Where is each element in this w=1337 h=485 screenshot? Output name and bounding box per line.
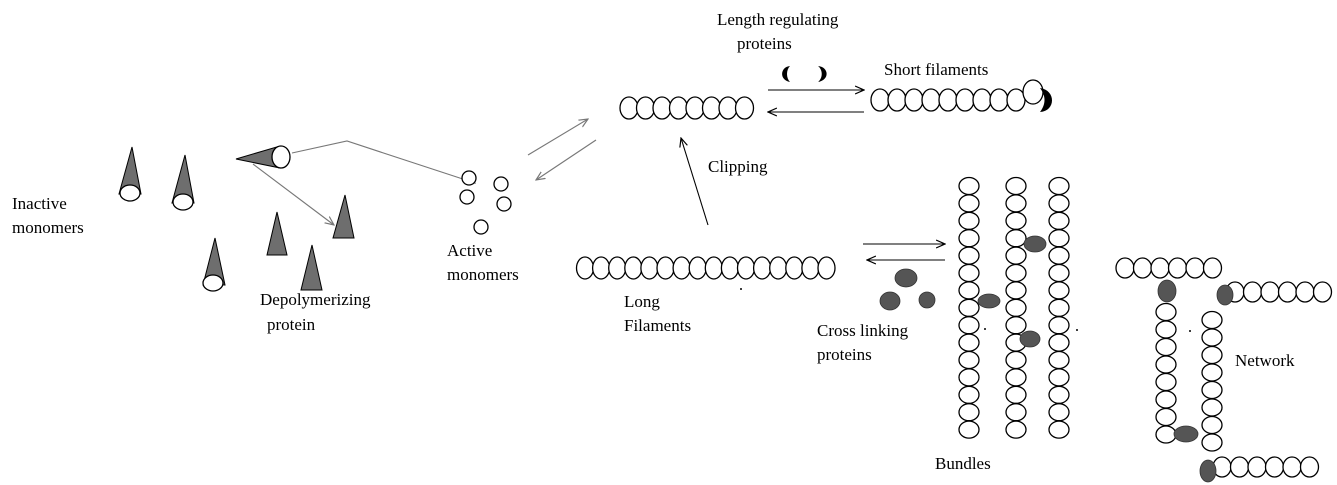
length-regulating-proteins: [782, 66, 827, 82]
inactive-monomer: [118, 146, 142, 202]
length-regulation-arrows: [768, 90, 864, 112]
depolymerizing-protein-shape: [235, 145, 291, 169]
inactive-monomer: [266, 211, 288, 256]
inactive-monomer: [300, 244, 323, 291]
active-monomers-label: Active: [447, 241, 492, 260]
bundles-label: Bundles: [935, 454, 991, 473]
short-filaments-label: Short filaments: [884, 60, 988, 79]
network: [1115, 257, 1333, 483]
length-regulating-proteins-label: Length regulating: [717, 10, 839, 29]
inactive-monomer: [202, 237, 226, 292]
bundles: [958, 176, 1070, 439]
labels: Inactive monomers Depolymerizing protein…: [12, 10, 1295, 473]
cross-linking-proteins-label: proteins: [817, 345, 872, 364]
short-filaments: [870, 79, 1052, 112]
clipping-label: Clipping: [708, 157, 768, 176]
depolymerization-arrows: [252, 140, 475, 225]
inactive-monomer: [332, 194, 355, 239]
inactive-monomers: [118, 146, 355, 292]
depolymerizing-protein-label: protein: [267, 315, 316, 334]
active-monomers-label: monomers: [447, 265, 519, 284]
cross-linking-proteins-label: Cross linking: [817, 321, 909, 340]
filament: [619, 96, 755, 120]
polymerization-equilibrium-arrows: [527, 119, 597, 180]
long-filaments: [575, 256, 836, 280]
long-filaments-label: Filaments: [624, 316, 691, 335]
stray-dots: [740, 288, 1191, 332]
depolymerizing-protein-label: Depolymerizing: [260, 290, 371, 309]
network-label: Network: [1235, 351, 1295, 370]
inactive-monomers-label: Inactive: [12, 194, 67, 213]
inactive-monomer: [171, 154, 195, 211]
inactive-monomers-label: monomers: [12, 218, 84, 237]
long-filaments-label: Long: [624, 292, 660, 311]
length-regulating-proteins-label: proteins: [737, 34, 792, 53]
clipping-arrow: [681, 138, 709, 226]
bundling-arrows: [863, 244, 945, 260]
cross-linking-proteins: [879, 268, 936, 311]
active-monomers: [459, 170, 512, 235]
